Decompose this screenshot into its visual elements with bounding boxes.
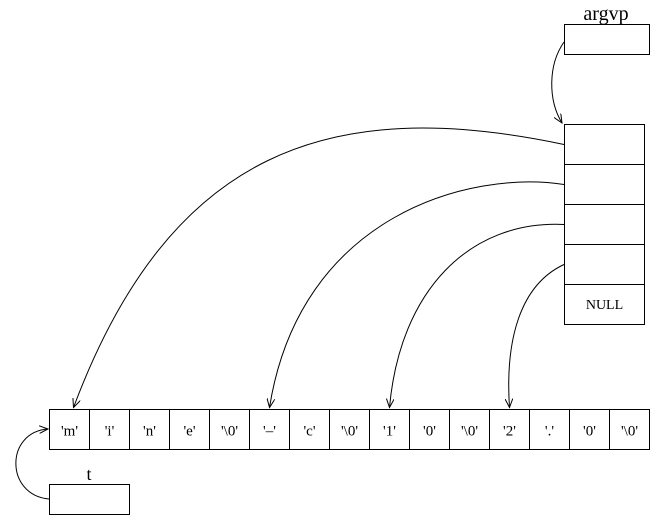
char-cell-value: 'm' (61, 424, 78, 440)
char-cell (89, 409, 130, 450)
t-box (49, 484, 130, 515)
char-cell (209, 409, 250, 450)
t-label: t (86, 464, 91, 484)
pointer-cell (564, 164, 645, 205)
char-cell (169, 409, 210, 450)
argvp-box (564, 24, 650, 55)
argvp-arrow (551, 41, 565, 123)
char-cell (489, 409, 530, 450)
char-cell-value: '0' (423, 424, 436, 440)
char-cell-value: 'n' (143, 424, 156, 440)
char-cell-value: '\0' (461, 424, 478, 440)
pointer-arrow (509, 264, 565, 408)
pointer-arrows (74, 127, 565, 408)
pointer-array (564, 124, 645, 325)
pointer-cell (564, 244, 645, 285)
char-cell (289, 409, 330, 450)
char-cell (609, 409, 650, 450)
char-cell-value: '1' (383, 424, 396, 440)
char-array: 'm' 'i' 'n' 'e' '\0' '–' 'c' '\0' '1' '0' '\0' '2' '… (49, 409, 650, 450)
null-label: NULL (586, 298, 623, 313)
char-cell-value: 'c' (303, 424, 315, 440)
pointer-cell (564, 284, 645, 325)
char-cell-value: 'e' (183, 424, 195, 440)
char-cell-value: 'i' (105, 424, 115, 440)
char-cell-value: '\0' (221, 424, 238, 440)
t-arrow (15, 429, 49, 500)
pointer-arrow (74, 127, 565, 407)
pointer-cell (564, 124, 645, 165)
char-cell-value: '0' (583, 424, 596, 440)
char-cell (49, 409, 90, 450)
char-cell (449, 409, 490, 450)
pointer-arrow (270, 181, 565, 408)
char-cell-value: '\0' (621, 424, 638, 440)
char-cell (369, 409, 410, 450)
char-cell-value: '\0' (341, 424, 358, 440)
char-cell-value: '2' (503, 424, 516, 440)
pointer-arrow (390, 223, 565, 407)
char-cell (529, 409, 570, 450)
char-cell-value: '–' (263, 424, 276, 440)
char-cell-value: '.' (545, 424, 554, 440)
char-cell (329, 409, 370, 450)
pointer-cell (564, 204, 645, 245)
char-cell (249, 409, 290, 450)
argvp-label: argvp (583, 3, 628, 25)
